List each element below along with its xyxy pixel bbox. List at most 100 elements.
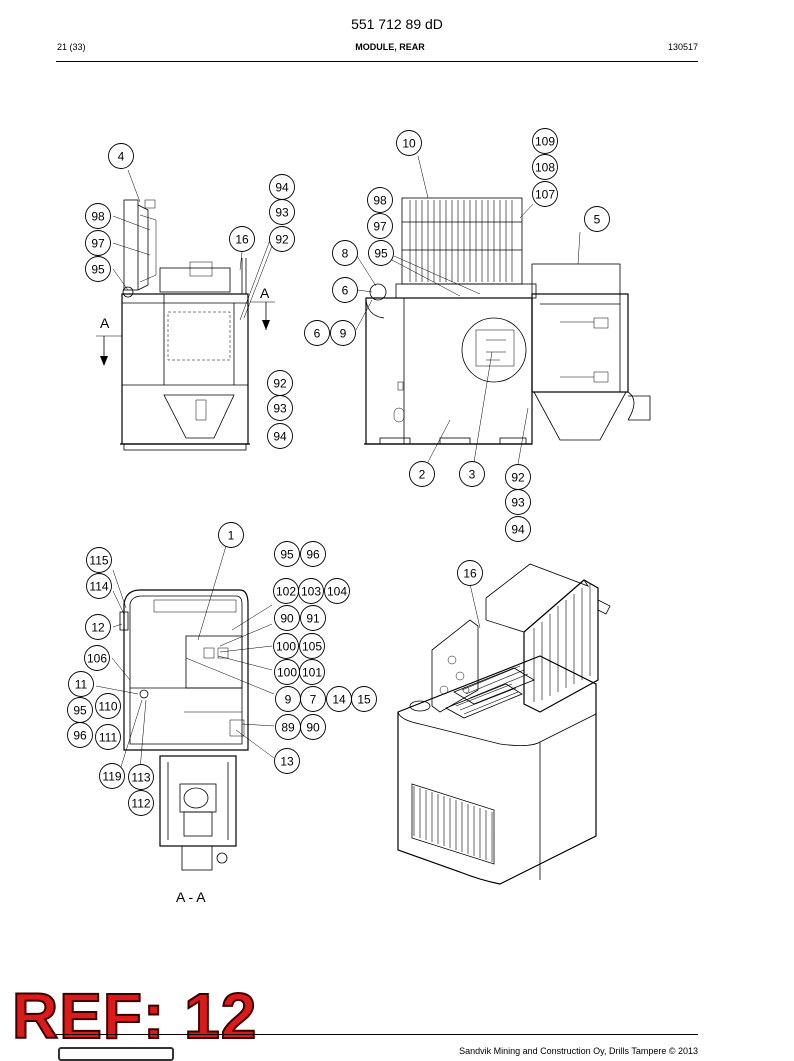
- section-view-label: A - A: [176, 889, 206, 905]
- svg-text:93: 93: [511, 496, 525, 510]
- callout-13: 13: [274, 748, 300, 774]
- callout-92: 92: [505, 464, 531, 490]
- svg-text:6: 6: [314, 327, 321, 341]
- svg-text:98: 98: [91, 210, 105, 224]
- callout-92: 92: [269, 226, 295, 252]
- svg-text:111: 111: [99, 731, 118, 745]
- section-marker-left: A: [100, 315, 110, 331]
- svg-text:5: 5: [594, 213, 601, 227]
- svg-text:14: 14: [332, 693, 346, 707]
- svg-text:103: 103: [301, 585, 321, 599]
- callout-111: 111: [95, 724, 121, 750]
- svg-text:9: 9: [340, 327, 347, 341]
- svg-text:9: 9: [285, 693, 292, 707]
- svg-text:90: 90: [306, 721, 320, 735]
- svg-text:108: 108: [535, 161, 555, 175]
- callout-90: 90: [274, 605, 300, 631]
- svg-text:107: 107: [535, 188, 555, 202]
- svg-text:2: 2: [419, 468, 426, 482]
- callout-105: 105: [299, 633, 325, 659]
- svg-text:115: 115: [89, 554, 108, 568]
- svg-text:97: 97: [373, 220, 387, 234]
- isometric-view: [397, 563, 611, 885]
- callout-90: 90: [300, 714, 326, 740]
- svg-text:91: 91: [306, 612, 320, 626]
- callout-93: 93: [505, 489, 531, 515]
- svg-text:89: 89: [281, 721, 295, 735]
- svg-text:113: 113: [131, 771, 150, 785]
- svg-text:95: 95: [374, 247, 388, 261]
- svg-text:4: 4: [118, 150, 125, 164]
- svg-text:8: 8: [342, 247, 349, 261]
- callout-103: 103: [298, 578, 324, 604]
- callout-94: 94: [267, 423, 293, 449]
- svg-text:12: 12: [91, 621, 105, 635]
- page-title: MODULE, REAR: [355, 42, 425, 52]
- callout-14: 14: [326, 686, 352, 712]
- callout-89: 89: [275, 714, 301, 740]
- svg-text:7: 7: [310, 693, 317, 707]
- document-number: 551 712 89 dD: [351, 16, 443, 32]
- svg-text:114: 114: [89, 580, 108, 594]
- callout-2: 2: [409, 461, 435, 487]
- svg-text:6: 6: [342, 284, 349, 298]
- svg-text:16: 16: [235, 233, 249, 247]
- svg-text:92: 92: [275, 233, 289, 247]
- svg-text:96: 96: [73, 729, 87, 743]
- callout-98: 98: [85, 203, 111, 229]
- footer-copyright: Sandvik Mining and Construction Oy, Dril…: [459, 1046, 698, 1056]
- callout-7: 7: [300, 686, 326, 712]
- callout-96: 96: [300, 541, 326, 567]
- svg-text:13: 13: [280, 755, 294, 769]
- callout-114: 114: [86, 573, 112, 599]
- svg-text:112: 112: [131, 797, 150, 811]
- svg-text:102: 102: [276, 585, 296, 599]
- callout-9: 9: [275, 686, 301, 712]
- callout-106: 106: [84, 645, 110, 671]
- svg-text:3: 3: [469, 468, 476, 482]
- callout-8: 8: [332, 240, 358, 266]
- callout-15: 15: [351, 686, 377, 712]
- callout-4: 4: [108, 143, 134, 169]
- callout-6: 6: [332, 277, 358, 303]
- callout-10: 10: [396, 130, 422, 156]
- callout-3: 3: [459, 461, 485, 487]
- svg-text:1: 1: [228, 529, 235, 543]
- front-view: [355, 155, 651, 465]
- svg-text:97: 97: [91, 237, 105, 251]
- callout-110: 110: [95, 693, 121, 719]
- callout-102: 102: [273, 578, 299, 604]
- svg-text:93: 93: [275, 206, 289, 220]
- callout-113: 113: [128, 764, 154, 790]
- callout-97: 97: [85, 230, 111, 256]
- svg-text:109: 109: [535, 135, 555, 149]
- svg-text:94: 94: [511, 523, 525, 537]
- callout-5: 5: [584, 206, 610, 232]
- callout-16: 16: [229, 226, 255, 252]
- svg-text:95: 95: [73, 704, 87, 718]
- svg-text:110: 110: [98, 700, 117, 714]
- svg-text:10: 10: [402, 137, 416, 151]
- svg-text:15: 15: [357, 693, 371, 707]
- svg-text:119: 119: [102, 770, 121, 784]
- callout-94: 94: [505, 516, 531, 542]
- reference-stamp: REF: 12: [11, 980, 258, 1052]
- svg-text:101: 101: [302, 666, 322, 680]
- footer-divider: [56, 1034, 698, 1035]
- callout-93: 93: [269, 199, 295, 225]
- callout-12: 12: [85, 614, 111, 640]
- svg-text:105: 105: [302, 640, 322, 654]
- callout-1: 1: [218, 522, 244, 548]
- callout-95: 95: [274, 541, 300, 567]
- callout-101: 101: [299, 659, 325, 685]
- svg-text:90: 90: [280, 612, 294, 626]
- callout-11: 11: [68, 671, 94, 697]
- callout-96: 96: [67, 722, 93, 748]
- svg-text:94: 94: [275, 181, 289, 195]
- callout-92: 92: [267, 370, 293, 396]
- callout-9: 9: [330, 320, 356, 346]
- callout-16: 16: [457, 560, 483, 586]
- company-logo: [58, 1047, 174, 1061]
- callout-98: 98: [367, 187, 393, 213]
